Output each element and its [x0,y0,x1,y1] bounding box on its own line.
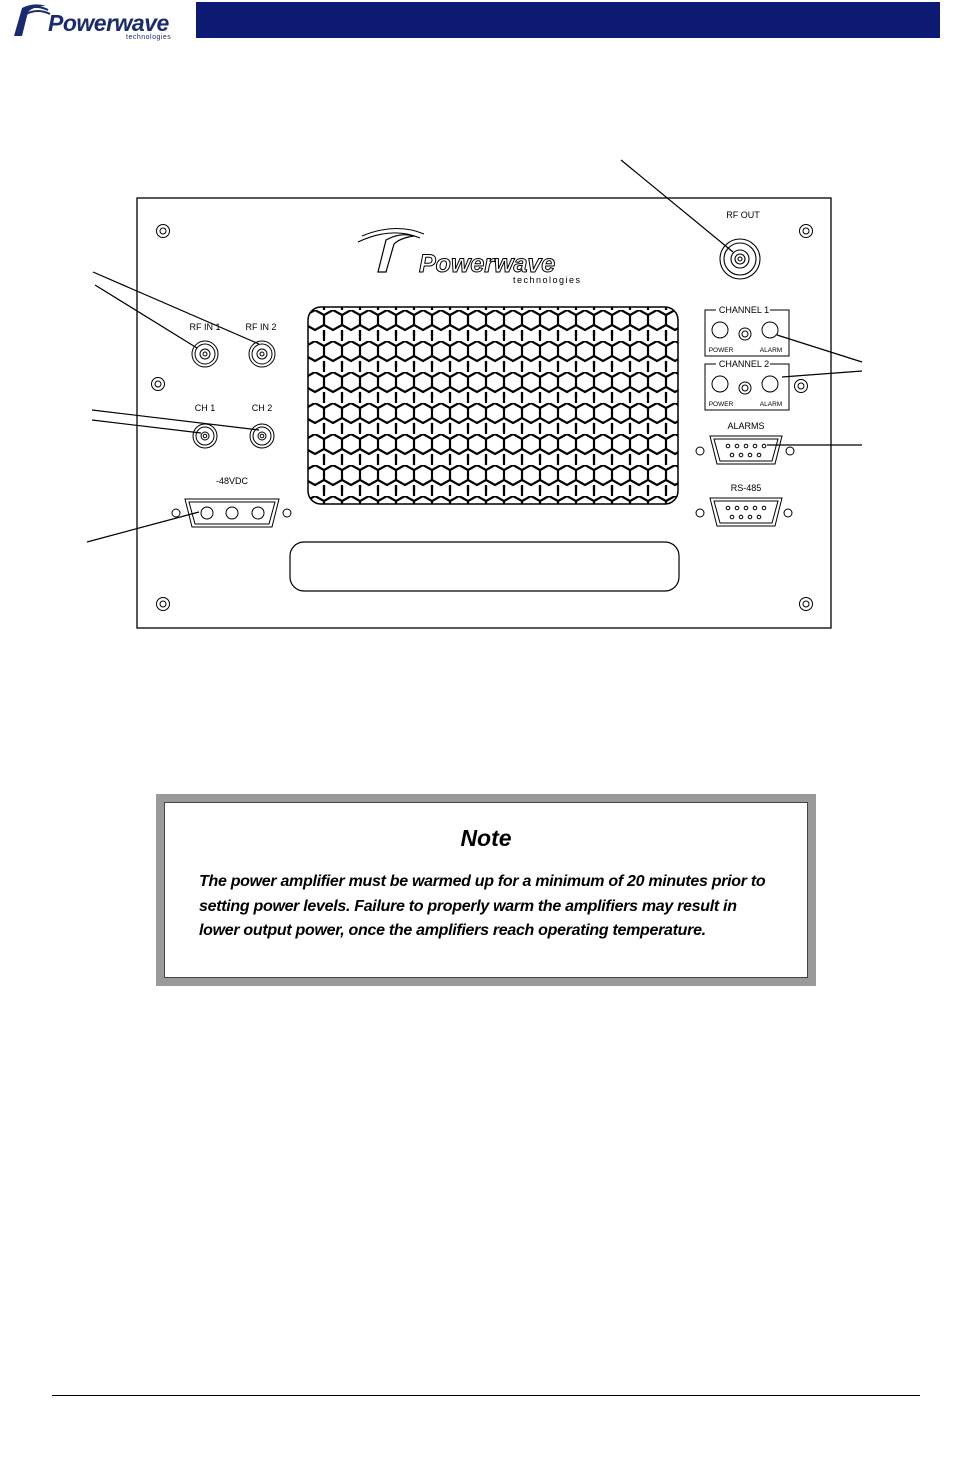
footer-rule [52,1395,920,1396]
front-panel-diagram: Powerwave technologies RF OUT RF IN 1 RF… [86,159,863,629]
note-title: Note [460,825,512,851]
header-brand-name: Powerwave [48,10,169,36]
panel-brand-name: Powerwave [419,250,555,278]
label-alarm-2: ALARM [760,401,782,408]
powerwave-swoosh-icon [14,4,51,36]
rs485-connector [695,497,793,527]
label-rs485: RS-485 [731,483,762,493]
label-channel-2: CHANNEL 2 [719,359,769,369]
label-48vdc: -48VDC [216,476,249,486]
fan-grille [307,306,679,505]
note-body: The power amplifier must be warmed up fo… [199,873,766,939]
label-rf-out: RF OUT [726,210,760,220]
panel-logo: Powerwave technologies [357,227,582,285]
label-rf-in-1: RF IN 1 [189,322,220,332]
label-alarm-1: ALARM [760,347,782,354]
header-logo: Powerwave technologies [8,0,183,44]
alarm-led-2 [761,375,779,393]
alarms-connector [695,435,795,465]
power-led-2 [711,375,729,393]
channel-1-group [704,309,790,357]
screw [151,224,813,611]
note-inner: Note The power amplifier must be warmed … [164,802,808,978]
label-alarms: ALARMS [727,421,764,431]
label-power-1: POWER [709,347,734,354]
header-bar [196,2,940,38]
blank-plate [289,541,680,592]
label-ch-1: CH 1 [195,403,216,413]
rf-in-1-connector [191,340,219,368]
label-rf-in-2: RF IN 2 [245,322,276,332]
label-power-2: POWER [709,401,734,408]
power-led-1 [711,321,729,339]
panel-brand-sub: technologies [513,275,582,285]
rf-in-2-connector [248,340,276,368]
ch-2-connector [249,423,275,449]
dc-power-connector [171,498,292,528]
label-channel-1: CHANNEL 1 [719,305,769,315]
header-brand-sub: technologies [126,34,172,41]
rf-out-connector [719,238,761,280]
callout-lines [86,159,863,543]
alarm-led-1 [761,321,779,339]
label-ch-2: CH 2 [252,403,273,413]
channel-2-group [704,363,790,411]
note-box: Note The power amplifier must be warmed … [156,794,816,986]
